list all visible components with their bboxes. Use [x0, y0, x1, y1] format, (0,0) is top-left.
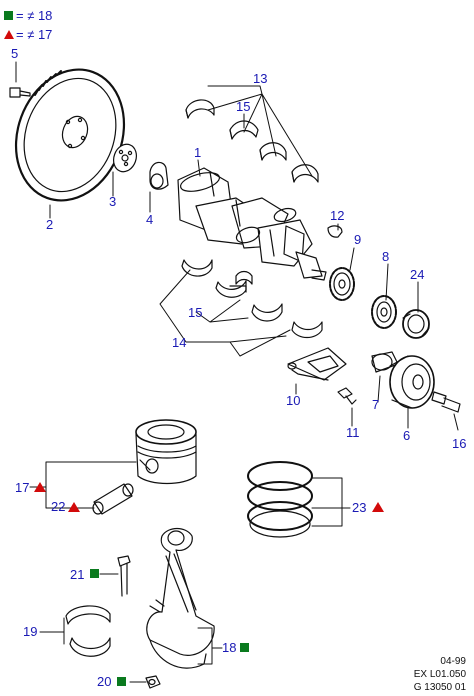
callout-19: 19 [23, 624, 38, 639]
legend-green-text: = ≠ 18 [16, 7, 53, 23]
pilot-bearing-part [149, 161, 169, 190]
footer-date: 04-99 [440, 656, 466, 667]
woodruff-key-part [327, 225, 343, 238]
flywheel-bolt-part [9, 87, 31, 98]
markers [34, 482, 384, 686]
callout-12: 12 [330, 208, 345, 223]
callout-3: 3 [109, 194, 117, 209]
callout-18: 18 [222, 640, 237, 655]
callout-11: 11 [346, 425, 360, 440]
callout-8: 8 [382, 249, 390, 264]
callout-20: 20 [97, 674, 112, 689]
crank-pulley-part [371, 351, 435, 409]
callout-13: 13 [253, 71, 268, 86]
legend-green-square: = ≠ 18 [4, 7, 52, 23]
flywheel-part [14, 68, 126, 202]
red-triangle-23 [372, 502, 384, 512]
red-triangle-icon [4, 29, 14, 39]
rod-bearing-shells [65, 605, 111, 657]
callout-1: 1 [194, 145, 202, 160]
callout-22: 22 [51, 499, 66, 514]
green-square-18 [240, 643, 249, 652]
legend-red-triangle: = ≠ 17 [4, 26, 52, 42]
rod-bolt-part [117, 555, 131, 597]
rod-nut-part [145, 675, 161, 689]
upper-main-bearing-shells [185, 99, 319, 183]
callout-2: 2 [46, 217, 54, 232]
callout-9: 9 [354, 232, 362, 247]
piston-pin-part [92, 483, 134, 515]
piston-part [135, 419, 197, 485]
piston-rings-part [247, 461, 313, 538]
callout-24: 24 [410, 267, 425, 282]
crank-gear-part [371, 295, 397, 329]
leader-lines [15, 61, 459, 683]
green-square-20 [117, 677, 126, 686]
callout-15-lower: 15 [188, 305, 203, 320]
callout-6: 6 [403, 428, 411, 443]
spacer-plate-part [113, 143, 137, 173]
callout-4: 4 [146, 212, 154, 227]
footer-code-1: EX L01.050 [413, 669, 466, 680]
callout-17: 17 [15, 480, 30, 495]
callout-15-upper: 15 [236, 99, 251, 114]
green-square-21 [90, 569, 99, 578]
callout-16: 16 [452, 436, 467, 451]
pulley-bolt-part [431, 391, 461, 413]
red-triangle-17 [34, 482, 46, 492]
green-square-icon [4, 10, 13, 20]
thrust-plate-part [287, 347, 347, 381]
connecting-rod-part [146, 527, 215, 669]
callout-21: 21 [70, 567, 85, 582]
callout-14: 14 [172, 335, 187, 350]
plate-bolt-part [337, 387, 357, 405]
callout-5: 5 [11, 46, 19, 61]
callout-7: 7 [372, 397, 380, 412]
callout-23: 23 [352, 500, 367, 515]
callout-10: 10 [286, 393, 301, 408]
crankshaft-part [177, 167, 327, 281]
legend-red-text: = ≠ 17 [16, 26, 53, 42]
oil-seal-part [402, 309, 430, 339]
lower-main-bearing-shells [181, 259, 323, 339]
footer-code-2: G 13050 01 [413, 682, 466, 693]
crank-sprocket-part [329, 267, 355, 301]
red-triangle-22 [68, 502, 80, 512]
